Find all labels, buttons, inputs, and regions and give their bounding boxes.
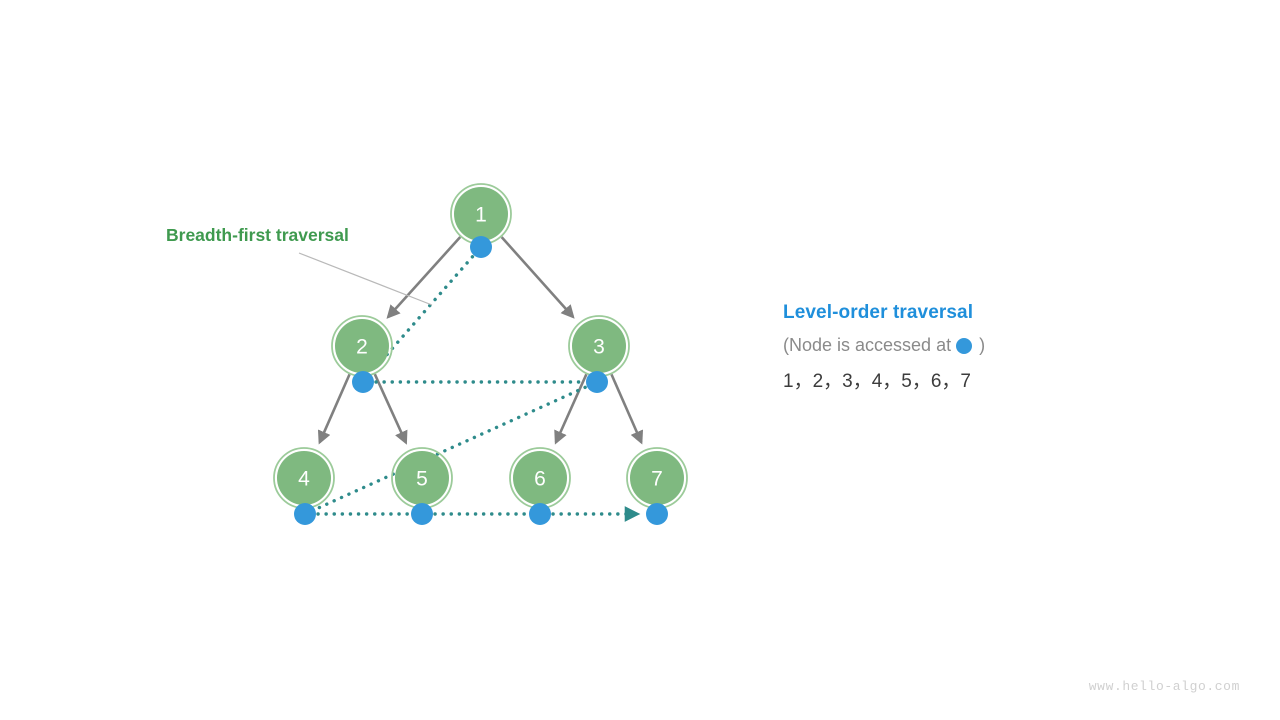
visit-dots (294, 236, 668, 525)
visit-dot-icon (956, 337, 973, 354)
tree-edge (500, 236, 575, 319)
traversal-segment (369, 255, 475, 374)
legend-note-prefix: (Node is accessed at (783, 334, 952, 355)
tree-edge (386, 236, 462, 319)
node-circle (513, 451, 567, 505)
visit-dot-4 (294, 503, 316, 525)
legend-title: Level-order traversal (783, 302, 974, 323)
visit-dot-7 (646, 503, 668, 525)
node-value: 5 (416, 468, 428, 491)
tree-edge (554, 373, 588, 445)
traversal-path (315, 255, 641, 522)
tree-edge (373, 373, 408, 445)
annotation-leader-line (298, 252, 433, 306)
visit-dot-6 (529, 503, 551, 525)
traversal-segment (315, 385, 587, 511)
legend-note-suffix: ) (979, 334, 986, 355)
node-circle (454, 187, 508, 241)
watermark: www.hello-algo.com (1088, 679, 1240, 694)
tree-node-2[interactable]: 2 (331, 315, 393, 377)
visit-dot-1 (470, 236, 492, 258)
legend-note: (Node is accessed at ) (783, 334, 1203, 356)
tree-node-1[interactable]: 1 (450, 183, 512, 245)
node-circle (395, 451, 449, 505)
legend-panel: Level-order traversal (Node is accessed … (783, 302, 1203, 393)
tree-node-5[interactable]: 5 (391, 447, 453, 509)
traversal-sequence: 1，2，3，4，5，6，7 (783, 370, 971, 392)
tree-node-4[interactable]: 4 (273, 447, 335, 509)
node-circle (630, 451, 684, 505)
tree-edge (610, 373, 644, 445)
node-value: 6 (534, 468, 546, 491)
breadth-first-traversal-label: Breadth-first traversal (166, 225, 349, 245)
node-value: 4 (298, 468, 310, 491)
node-value: 1 (475, 204, 487, 227)
node-value: 7 (651, 468, 663, 491)
node-value: 3 (593, 336, 605, 359)
node-circle (277, 451, 331, 505)
tree-node-3[interactable]: 3 (568, 315, 630, 377)
visit-dot-5 (411, 503, 433, 525)
visit-dot-2 (352, 371, 374, 393)
tree-edge (317, 373, 351, 445)
tree-node-6[interactable]: 6 (509, 447, 571, 509)
node-circle (572, 319, 626, 373)
tree-node-7[interactable]: 7 (626, 447, 688, 509)
visit-dot-3 (586, 371, 608, 393)
node-circle (335, 319, 389, 373)
tree-edges (317, 236, 644, 445)
node-value: 2 (356, 336, 368, 359)
